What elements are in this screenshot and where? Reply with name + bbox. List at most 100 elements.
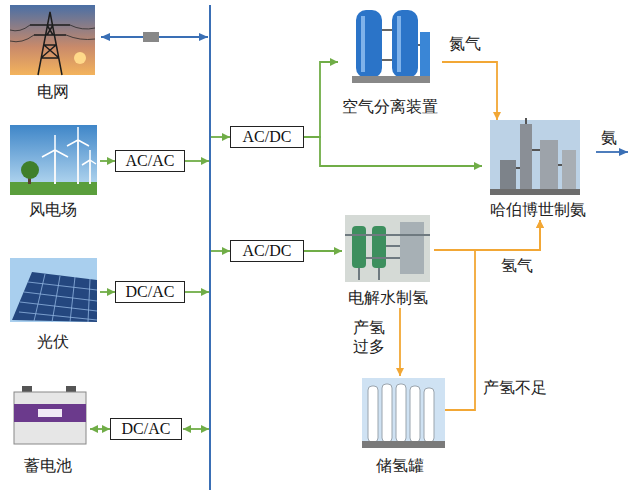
wind-farm-photo-part [55,140,90,184]
wind-farm-photo-part [42,127,96,165]
air-separation-photo-part [356,10,382,78]
power-grid-photo-part [30,12,70,75]
bus-wires-part [143,32,159,42]
air-separation-node: 空气分离装置 [338,5,442,117]
bus-wires-part [596,151,628,153]
hydrogen-tank-node: 储氢罐 [355,376,445,476]
hydrogen-tank-photo-part [410,386,420,442]
power-arrow [304,250,342,252]
power-grid-photo-part [74,52,86,64]
wind-farm-node: 风电场 [5,123,100,220]
battery-photo [14,386,86,444]
power-grid-photo-part [10,25,95,42]
electrolysis-photo-part [372,226,386,268]
bus-wires-part [185,160,209,162]
power-arrow [304,137,482,166]
bus-wires-part [211,250,230,252]
power-arrow [304,62,338,137]
air-separation-photo [352,10,430,83]
hydrogen-tank-photo-part [424,388,434,442]
power-grid-photo-part [10,5,95,75]
air-separation-photo-part [382,30,420,60]
hydrogen-tank-photo [362,378,445,448]
converter-box: DC/AC [110,418,182,440]
hydrogen-tank-photo-part [368,386,378,442]
ammonia-plant-photo-part [540,140,558,195]
photovoltaic-photo-part [10,258,97,322]
electrolysis-photo-part [400,222,424,274]
electrolysis-photo-part [345,215,430,282]
battery-photo-part [22,386,32,392]
gas-flow-arrow [442,62,497,120]
node-caption: 电网 [37,82,69,102]
electrolysis-photo-part [352,226,366,268]
ammonia-plant-photo [490,118,580,195]
converter-box: AC/DC [230,126,304,148]
power-arrow [90,428,110,430]
node-caption: 哈伯博世制氨 [490,200,586,220]
bus-wires-part [183,428,209,430]
flow-label: 氮气 [448,34,482,53]
node-caption: 光伏 [37,332,69,352]
wind-farm-photo [10,125,97,195]
hydrogen-tank-photo-part [362,378,445,448]
hydrogen-tank-photo-part [396,384,406,442]
hydrogen-tank-photo-part [382,384,392,442]
ammonia-plant-photo-part [520,124,532,194]
converter-label: AC/DC [243,243,292,259]
air-separation-photo-part [397,16,401,72]
electrolysis-node: 电解水制氢 [342,212,434,308]
air-separation-photo-part [392,10,418,78]
converter-box: AC/DC [230,240,304,262]
bus-wires-part [185,291,209,293]
converter-box: AC/AC [115,150,185,172]
photovoltaic-node: 光伏 [5,256,100,352]
node-caption: 蓄电池 [24,456,72,476]
product-label: 氨 [600,128,618,147]
node-caption: 电解水制氢 [348,288,428,308]
wind-farm-photo-part [21,161,39,179]
node-caption: 空气分离装置 [342,97,438,117]
battery-photo-part [14,392,86,444]
grid-node: 电网 [5,5,100,102]
converter-label: AC/DC [243,129,292,145]
hydrogen-tank-photo-part [362,441,445,448]
battery-photo-part [66,386,76,392]
photovoltaic-photo-part [12,272,97,322]
wind-farm-photo-part [10,125,97,195]
ammonia-plant-photo-part [490,189,580,195]
battery-photo-part [38,409,62,417]
ammonia-plant-photo-part [516,118,562,168]
flow-label: 产氢过多 [352,318,386,356]
gas-flow-arrow [434,220,540,250]
bus-wires [101,5,628,490]
air-separation-photo-part [352,76,430,83]
node-caption: 储氢罐 [376,456,424,476]
converter-box: DC/AC [115,281,185,303]
power-arrow [100,160,115,162]
electrolysis-photo [345,215,430,282]
ammonia-plant-photo-part [490,120,580,195]
gas-flow-arrow [399,308,401,376]
converter-label: DC/AC [126,284,175,300]
ammonia-plant-photo-part [562,150,576,195]
battery-photo-part [14,404,86,422]
bus-wires-part [211,136,230,138]
air-separation-photo-part [361,16,365,72]
ammonia-plant-node: 哈伯博世制氨 [482,120,594,220]
air-separation-photo-part [420,32,430,76]
battery-node: 蓄电池 [5,376,90,476]
photovoltaic-photo-part [19,274,97,322]
photovoltaic-photo [10,258,97,322]
wind-farm-photo-part [10,182,97,195]
electrolysis-photo-part [345,235,430,280]
node-caption: 风电场 [29,200,77,220]
converter-label: AC/AC [126,153,175,169]
power-arrow [100,291,115,293]
converter-label: DC/AC [122,421,171,437]
flow-label: 氢气 [500,256,534,275]
bus-wires-part [209,5,211,490]
flow-label: 产氢不足 [482,378,548,397]
